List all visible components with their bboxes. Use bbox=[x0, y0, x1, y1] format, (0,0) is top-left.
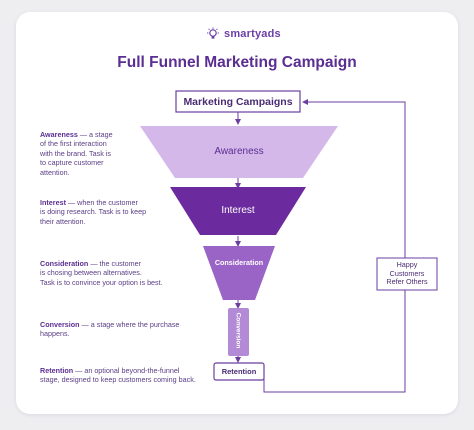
lightbulb-icon bbox=[207, 27, 219, 39]
happy-customers-label: Happy Customers Refer Others bbox=[377, 258, 437, 290]
consideration-label: Consideration bbox=[214, 258, 264, 267]
happy-customers-line-2: Customers bbox=[389, 268, 425, 278]
interest-description: Interest — when the customer is doing re… bbox=[40, 198, 147, 226]
happy-customers-box bbox=[376, 257, 438, 291]
conversion-label: Conversion bbox=[234, 312, 242, 349]
interest-stage bbox=[170, 187, 306, 235]
retention-description: Retention — an optional beyond-the-funne… bbox=[40, 366, 196, 385]
retention-box bbox=[213, 362, 265, 381]
conversion-stage bbox=[228, 308, 249, 356]
marketing-campaigns-label: Marketing Campaigns bbox=[183, 95, 293, 108]
brand-logo: smartyads bbox=[206, 27, 281, 41]
conversion-term: Conversion bbox=[40, 320, 80, 329]
page-title: Full Funnel Marketing Campaign bbox=[117, 54, 357, 71]
happy-customers-line-1: Happy bbox=[396, 260, 418, 270]
interest-label: Interest bbox=[221, 205, 255, 216]
awareness-description: Awareness — a stage of the first interac… bbox=[40, 130, 113, 177]
consideration-term: Consideration bbox=[40, 259, 89, 268]
brand-name: smartyads bbox=[224, 28, 281, 40]
retention-term: Retention bbox=[40, 366, 74, 375]
consideration-stage bbox=[203, 246, 275, 300]
awareness-stage bbox=[140, 126, 338, 178]
feedback-loop-line-lower bbox=[263, 290, 406, 393]
consideration-description: Consideration — the customer is chosing … bbox=[40, 259, 163, 287]
conversion-description: Conversion — a stage where the purchase … bbox=[40, 320, 180, 339]
feedback-loop-line-upper bbox=[302, 99, 406, 258]
awareness-term: Awareness bbox=[40, 130, 78, 139]
awareness-label: Awareness bbox=[214, 146, 264, 157]
interest-term: Interest bbox=[40, 198, 66, 207]
retention-label: Retention bbox=[221, 367, 257, 376]
happy-customers-line-3: Refer Others bbox=[386, 277, 428, 287]
